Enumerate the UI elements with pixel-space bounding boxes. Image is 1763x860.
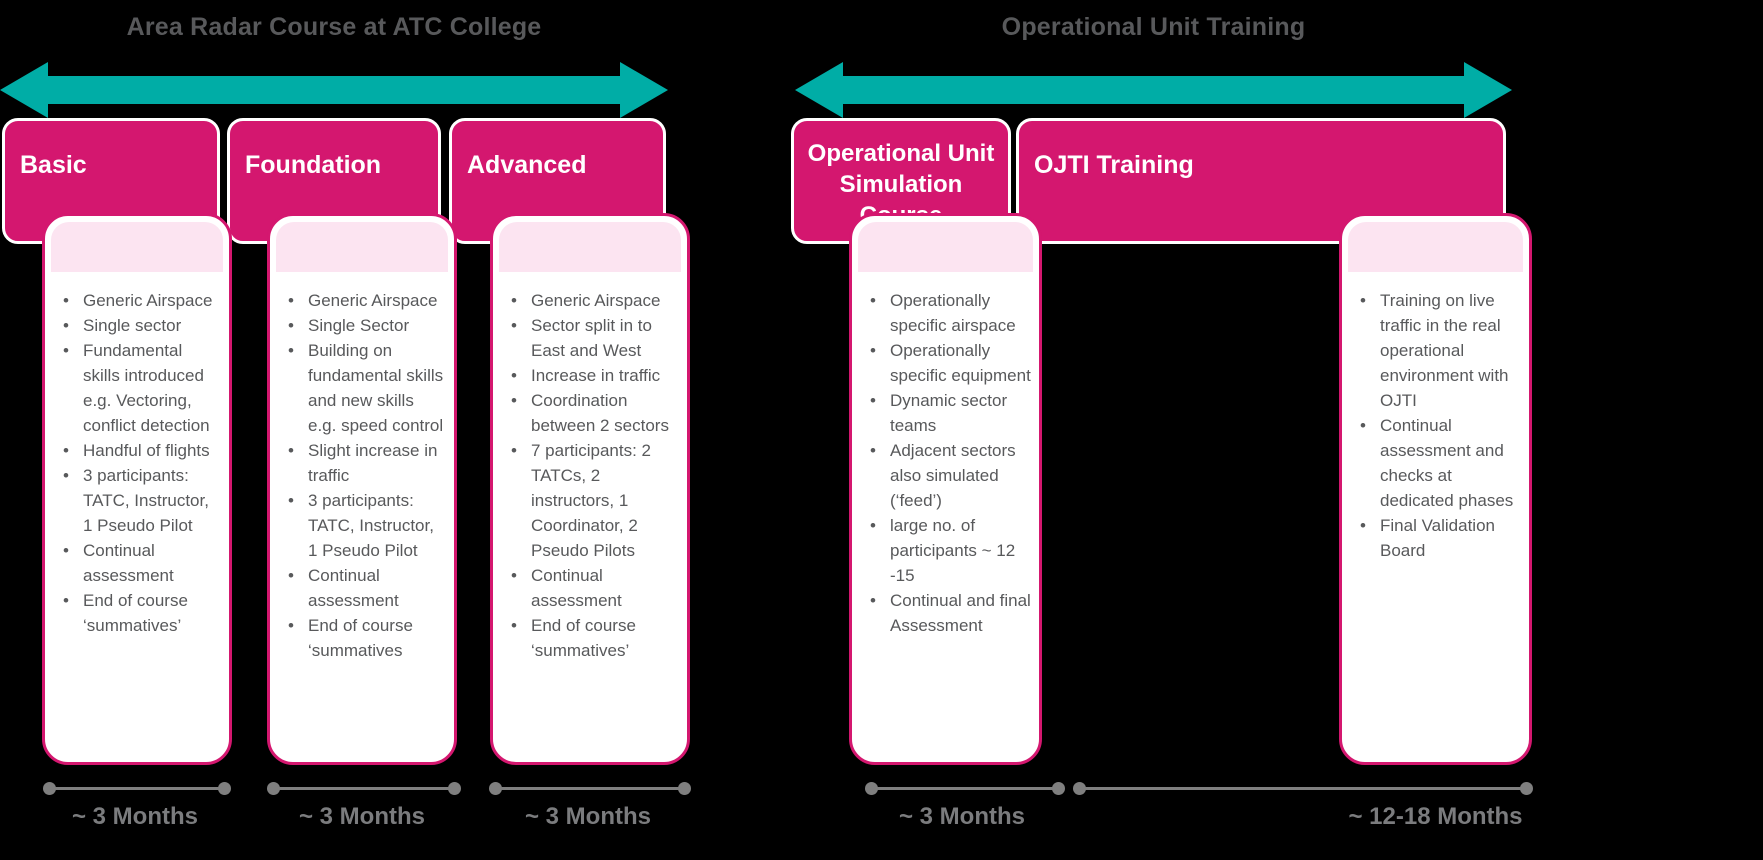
bullet-item: Continual assessment [63,538,221,588]
bullet-item: large no. of participants ~ 12 -15 [870,513,1031,588]
bullet-item: Continual and final Assessment [870,588,1031,638]
duration-line-icon [43,782,231,795]
phase-header-label: Operational Unit Simulation Course [807,140,995,229]
phase-card-operational-unit-simulation: Operationally specific airspace Operatio… [849,213,1042,765]
bullet-list: Generic Airspace Single Sector Building … [270,288,454,663]
phase-card-ojti-training: Training on live traffic in the real ope… [1339,213,1532,765]
double-arrow-icon [795,62,1512,118]
bullet-item: Final Validation Board [1360,513,1521,563]
bullet-item: Increase in traffic [511,363,679,388]
phase-header-label: Advanced [467,151,587,179]
duration-label: ~ 3 Months [298,803,425,830]
bullet-item: Fundamental skills introduced e.g. Vecto… [63,338,221,438]
phase-card-foundation: Generic Airspace Single Sector Building … [267,213,457,765]
bullet-item: Dynamic sector teams [870,388,1031,438]
arrow-right-head-icon [1464,62,1512,118]
arrow-shaft [841,76,1466,104]
bullet-list: Generic Airspace Sector split in to East… [493,288,687,663]
bullet-item: Generic Airspace [288,288,446,313]
bullet-item: Continual assessment [511,563,679,613]
bullet-item: Continual assessment [288,563,446,613]
bullet-list: Generic Airspace Single sector Fundament… [45,288,229,638]
arrow-right-head-icon [620,62,668,118]
double-arrow-icon [0,62,668,118]
duration-label: ~ 3 Months [524,803,651,830]
bullet-item: Operationally specific equipment [870,338,1031,388]
card-header-strip [499,222,681,272]
bullet-item: 7 participants: 2 TATCs, 2 instructors, … [511,438,679,563]
duration-line-icon [267,782,461,795]
section-title-atc-college: Area Radar Course at ATC College [126,13,542,41]
phase-card-advanced: Generic Airspace Sector split in to East… [490,213,690,765]
bullet-item: Operationally specific airspace [870,288,1031,338]
arrow-shaft [46,76,622,104]
bullet-item: Adjacent sectors also simulated (‘feed’) [870,438,1031,513]
section-title-operational-unit: Operational Unit Training [1001,13,1306,41]
card-header-strip [276,222,448,272]
phase-card-basic: Generic Airspace Single sector Fundament… [42,213,232,765]
duration-label: ~ 3 Months [71,803,198,830]
bullet-item: Building on fundamental skills and new s… [288,338,446,438]
arrow-left-head-icon [0,62,48,118]
bullet-item: Handful of flights [63,438,221,463]
bullet-list: Training on live traffic in the real ope… [1342,288,1529,563]
bullet-item: Single Sector [288,313,446,338]
bullet-item: Slight increase in traffic [288,438,446,488]
bullet-item: Coordination between 2 sectors [511,388,679,438]
bullet-item: End of course ‘summatives’ [511,613,679,663]
bullet-item: End of course ‘summatives [288,613,446,663]
duration-label: ~ 3 Months [898,803,1025,830]
phase-header-label: Foundation [245,151,382,179]
bullet-item: 3 participants: TATC, Instructor, 1 Pseu… [63,463,221,538]
duration-label: ~ 12-18 Months [1348,803,1523,830]
bullet-item: End of course ‘summatives’ [63,588,221,638]
duration-line-icon [865,782,1065,795]
bullet-list: Operationally specific airspace Operatio… [852,288,1039,638]
bullet-item: Generic Airspace [511,288,679,313]
phase-header-label: Basic [20,151,87,179]
card-header-strip [858,222,1033,272]
card-header-strip [51,222,223,272]
bullet-item: Sector split in to East and West [511,313,679,363]
phase-header-label: OJTI Training [1034,151,1194,179]
bullet-item: Training on live traffic in the real ope… [1360,288,1521,413]
bullet-item: Single sector [63,313,221,338]
duration-line-icon [489,782,691,795]
card-header-strip [1348,222,1523,272]
duration-line-icon [1073,782,1533,795]
bullet-item: 3 participants: TATC, Instructor, 1 Pseu… [288,488,446,563]
bullet-item: Generic Airspace [63,288,221,313]
arrow-left-head-icon [795,62,843,118]
bullet-item: Continual assessment and checks at dedic… [1360,413,1521,513]
